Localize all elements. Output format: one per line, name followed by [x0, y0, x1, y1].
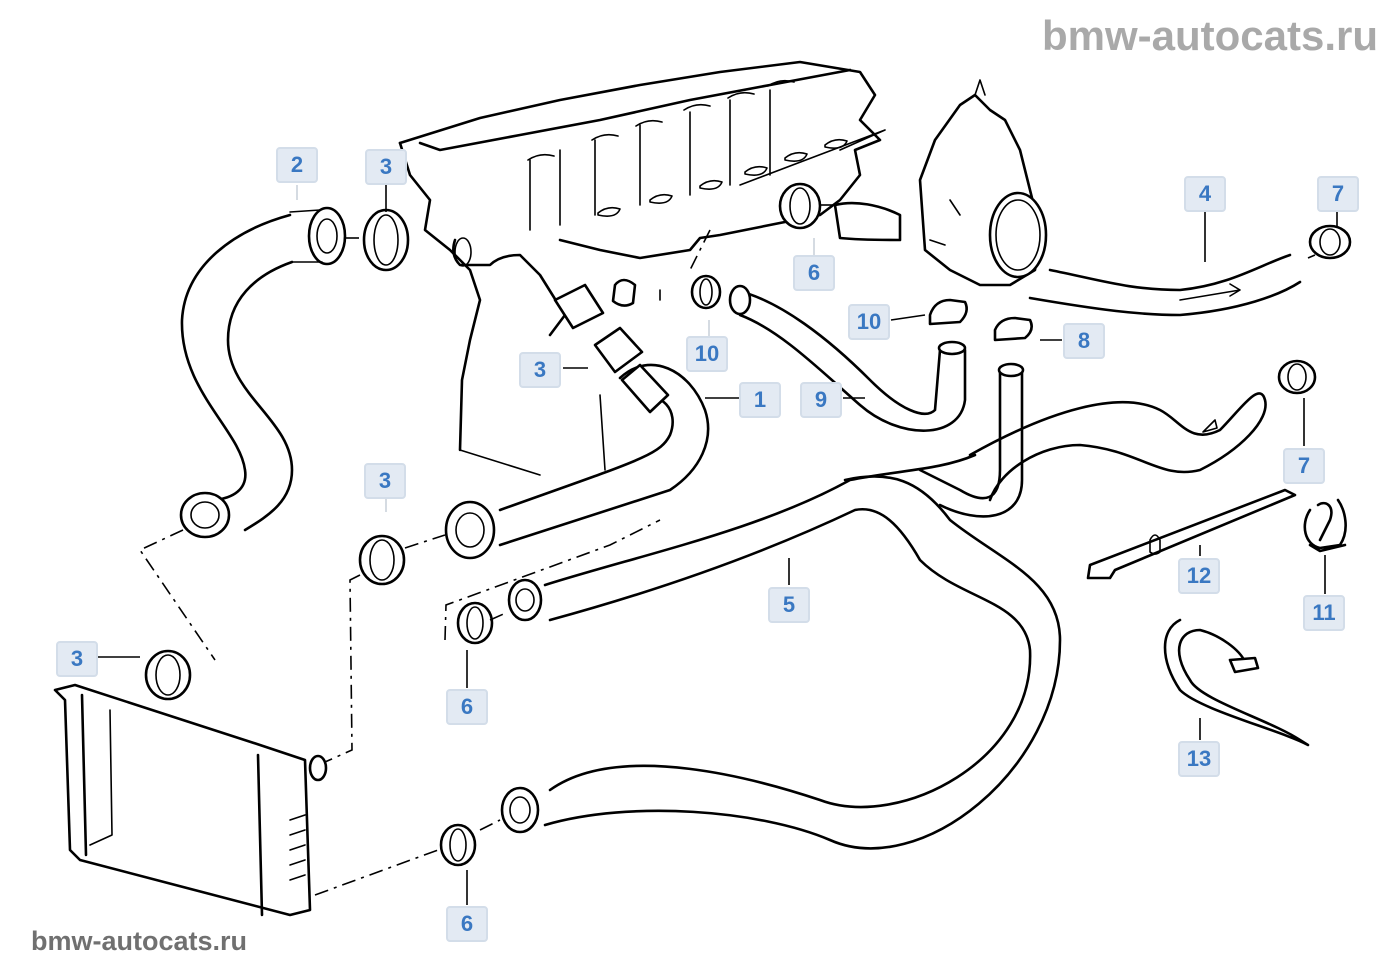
- clip-11: [1303, 498, 1347, 553]
- hose-5: [500, 362, 1267, 850]
- callout-5[interactable]: 5: [768, 587, 810, 623]
- hose-2: [179, 206, 347, 539]
- callout-2[interactable]: 2: [276, 147, 318, 183]
- cable-tie-12: [1086, 488, 1297, 580]
- strap-13: [1163, 618, 1310, 747]
- callout-12[interactable]: 12: [1178, 558, 1220, 594]
- watermark-bottom: bmw-autocats.ru: [31, 926, 248, 956]
- radiator: [53, 683, 328, 917]
- hose-4: [833, 201, 1302, 317]
- hose-clamps: [144, 182, 1352, 867]
- callout-10[interactable]: 10: [686, 336, 728, 372]
- hose-9: [728, 284, 967, 432]
- callout-13[interactable]: 13: [1178, 741, 1220, 777]
- engine-cylinder-head: [398, 60, 886, 476]
- callout-6[interactable]: 6: [793, 255, 835, 291]
- throttle-body: [918, 79, 1048, 287]
- callout-3[interactable]: 3: [364, 463, 406, 499]
- callout-6[interactable]: 6: [446, 689, 488, 725]
- callout-11[interactable]: 11: [1303, 595, 1345, 631]
- assembly-lines: [138, 204, 1316, 896]
- callout-1[interactable]: 1: [739, 382, 781, 418]
- callout-3[interactable]: 3: [56, 641, 98, 677]
- callout-8[interactable]: 8: [1063, 323, 1105, 359]
- leader-lines: [98, 185, 1338, 905]
- callout-4[interactable]: 4: [1184, 176, 1226, 212]
- callout-7[interactable]: 7: [1283, 448, 1325, 484]
- watermark-top: bmw-autocats.ru: [1041, 12, 1378, 59]
- callout-3[interactable]: 3: [365, 149, 407, 185]
- callout-6[interactable]: 6: [446, 906, 488, 942]
- callout-7[interactable]: 7: [1317, 176, 1359, 212]
- callout-3[interactable]: 3: [519, 352, 561, 388]
- callout-9[interactable]: 9: [800, 382, 842, 418]
- hose-1: [444, 326, 710, 560]
- callout-10[interactable]: 10: [848, 304, 890, 340]
